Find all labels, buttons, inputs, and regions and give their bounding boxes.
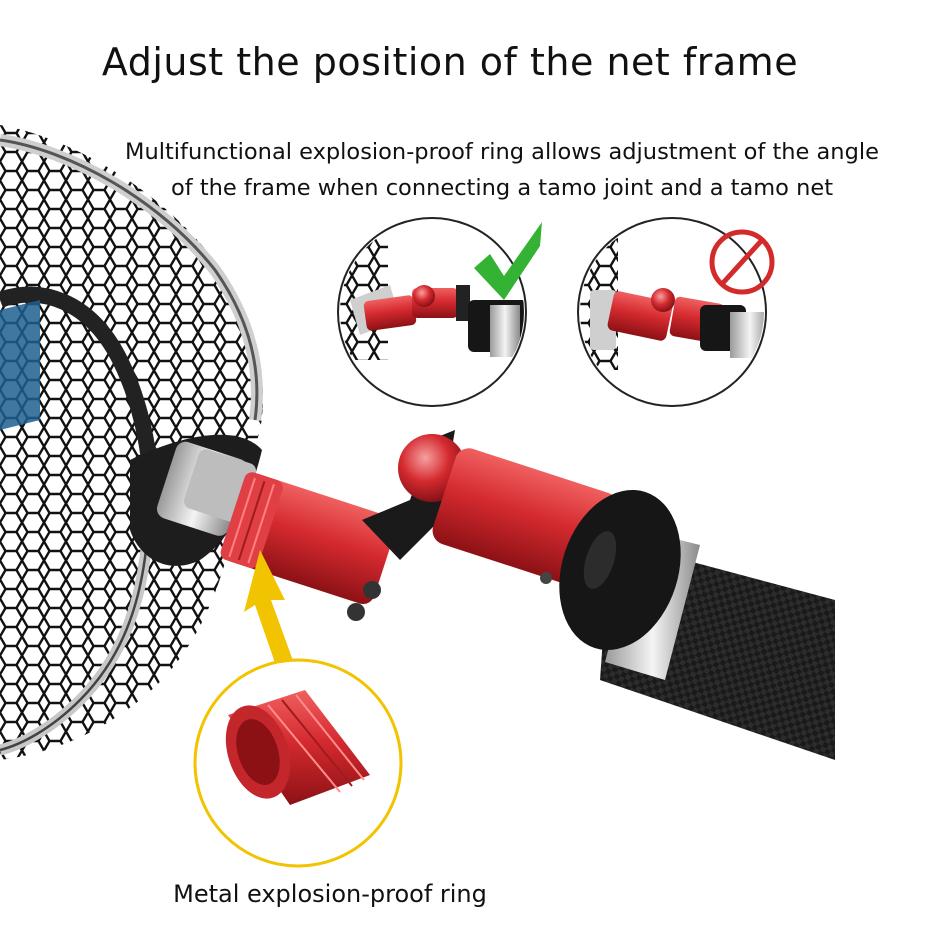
ring-caption: Metal explosion-proof ring xyxy=(173,880,487,908)
inset-correct xyxy=(337,217,527,407)
checkmark-icon xyxy=(474,222,542,300)
subtitle-line-2: of the frame when connecting a tamo join… xyxy=(170,175,834,201)
landing-net xyxy=(0,125,263,760)
explosion-proof-ring xyxy=(225,690,370,805)
prohibited-icon xyxy=(709,229,775,295)
page-title: Adjust the position of the net frame xyxy=(101,40,799,84)
subtitle: Multifunctional explosion-proof ring all… xyxy=(60,134,944,206)
pointer-arrow-icon xyxy=(244,550,300,686)
inset-wrong xyxy=(577,217,767,407)
subtitle-line-1: Multifunctional explosion-proof ring all… xyxy=(125,139,879,165)
ring-detail-inset xyxy=(193,658,403,868)
carbon-handle xyxy=(559,489,835,760)
